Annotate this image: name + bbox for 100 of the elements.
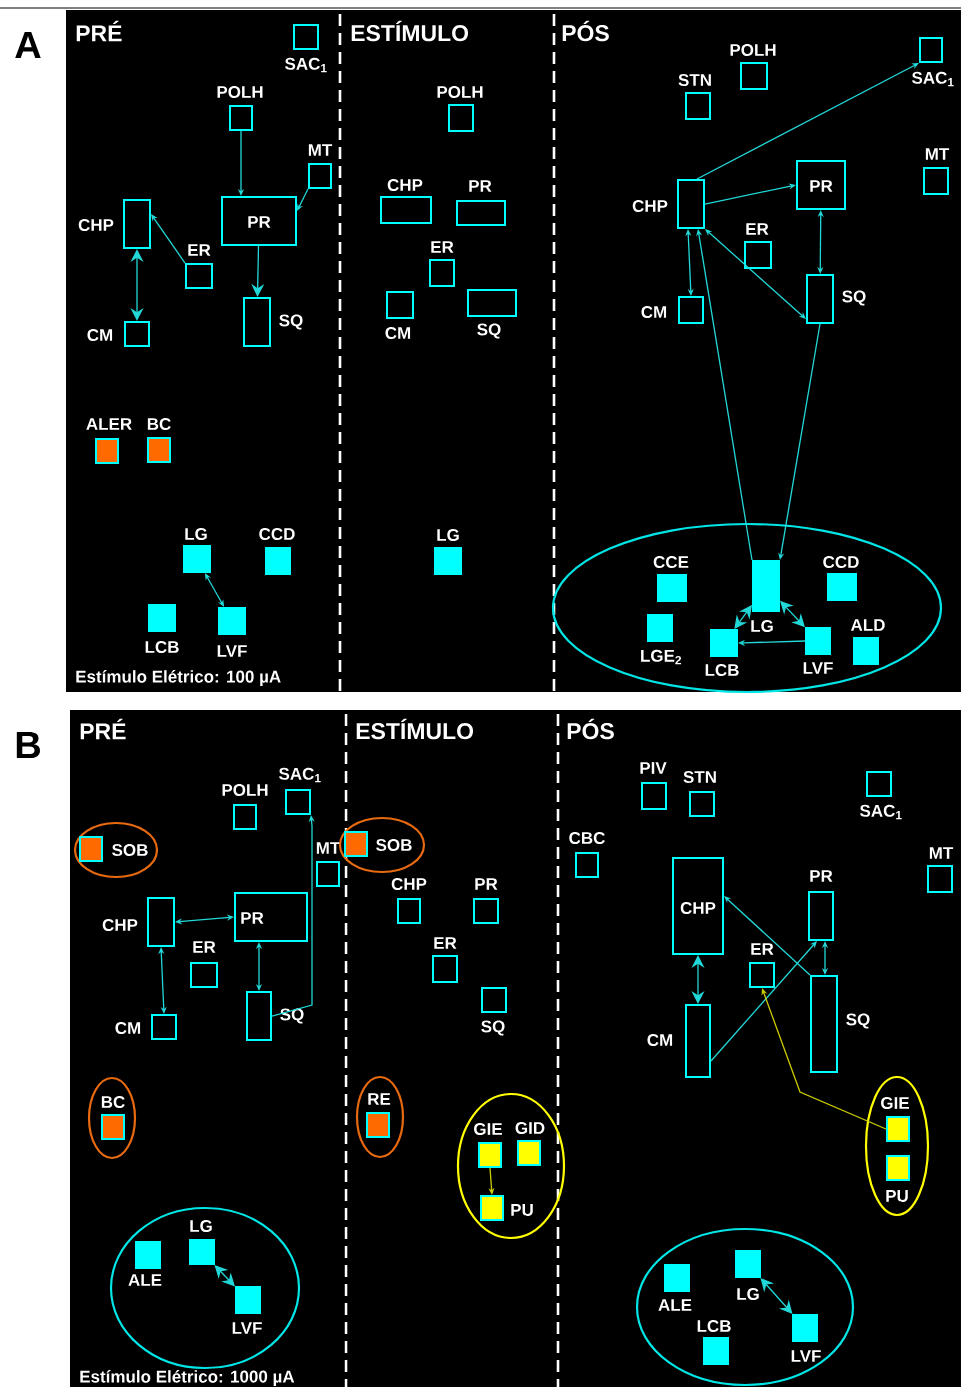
node-label: ER	[431, 241, 454, 253]
node-label: LVF	[791, 1350, 821, 1362]
labeled-box: MT	[923, 148, 950, 195]
arrow	[214, 1265, 235, 1287]
node-label: SQ	[280, 1008, 304, 1024]
labeled-box: LCB	[705, 629, 739, 677]
node-label: ER	[746, 223, 769, 235]
node-label: SQ	[481, 1020, 505, 1036]
labeled-box: CM	[87, 321, 150, 347]
arrow	[158, 947, 167, 1014]
node-label: LCB	[145, 640, 179, 654]
labeled-box: ER	[432, 937, 458, 983]
group-ellipse	[456, 1092, 566, 1240]
panel-heading: PÓS	[562, 20, 609, 42]
node-label: GIE	[474, 1122, 502, 1136]
labeled-box: SOB	[79, 836, 148, 862]
node-label: PIV	[640, 762, 667, 774]
node-label: POLH	[437, 85, 483, 99]
labeled-box: SQ	[467, 289, 517, 339]
labeled-box: ALE	[658, 1264, 692, 1311]
labeled-box: CCE	[653, 556, 689, 602]
group-ellipse	[355, 1075, 405, 1159]
node-label: LG	[737, 1287, 759, 1301]
node-label: SAC$_{1}$	[911, 71, 954, 87]
labeled-box: PR	[234, 892, 308, 942]
node-label: CM	[115, 1021, 141, 1035]
labeled-box: CM	[647, 1004, 711, 1078]
arrow	[696, 63, 919, 180]
node-label: PU	[886, 1190, 908, 1202]
arrow	[691, 955, 705, 1004]
panel-heading: ESTÍMULO	[351, 20, 469, 42]
labeled-box: LVF	[791, 1314, 821, 1362]
group-ellipse	[864, 1075, 930, 1217]
labeled-box: SQ	[243, 297, 303, 347]
labeled-box: MT	[308, 144, 333, 189]
node-label: MT	[316, 842, 341, 854]
group-ellipse	[109, 1206, 301, 1370]
node-label: GID	[515, 1121, 545, 1135]
node-label: ALER	[86, 418, 132, 430]
node-label: CBC	[569, 831, 605, 845]
node-label: SAC$_{1}$	[284, 57, 327, 73]
node-label: LCB	[705, 663, 739, 677]
arrow	[761, 988, 887, 1130]
group-ellipse	[338, 816, 426, 874]
node-label: SOB	[112, 843, 148, 857]
labeled-box: SQ	[810, 975, 870, 1073]
labeled-box: POLH	[437, 86, 483, 132]
node-label: ER	[434, 937, 457, 949]
labeled-box: LG	[735, 1250, 761, 1301]
labeled-box: MT	[316, 842, 341, 887]
node-label: LG	[437, 528, 459, 542]
panel-heading: PRÉ	[76, 20, 122, 42]
stimulus-note: Estímulo Elétrico: 100 µA	[76, 670, 281, 686]
node-label: LG	[185, 527, 207, 541]
labeled-box: CM	[115, 1014, 177, 1040]
labeled-box: ER	[744, 223, 772, 269]
labeled-box: LG	[434, 529, 462, 575]
labeled-box: LVF	[217, 607, 247, 657]
labeled-box: SAC$_{1}$	[860, 771, 902, 820]
labeled-box: PR	[796, 160, 846, 210]
node-label: RE	[368, 1093, 391, 1105]
node-label: CCE	[653, 555, 689, 569]
node-label: SOB	[376, 838, 412, 852]
labeled-box: GIE	[881, 1097, 910, 1142]
node-label: PR	[469, 180, 492, 192]
labeled-box: ER	[749, 943, 775, 988]
arrow	[151, 214, 186, 264]
labeled-box: PR	[221, 196, 297, 246]
node-label: STN	[678, 73, 711, 87]
labeled-box: CBC	[569, 832, 605, 878]
node-label: BC	[147, 417, 171, 431]
arrow	[685, 229, 694, 296]
labeled-box: LGE$_{2}$	[641, 614, 682, 665]
node-label: SQ	[477, 323, 501, 339]
node-label: ER	[193, 941, 216, 953]
labeled-box: POLH	[730, 44, 776, 90]
arrow	[130, 249, 144, 321]
labeled-box: ER	[185, 244, 213, 289]
node-label: SAC$_{1}$	[278, 767, 321, 783]
labeled-box: POLH	[217, 86, 263, 131]
node-label: CHP	[387, 178, 423, 192]
node-label: PR	[475, 878, 498, 890]
node-label: BC	[101, 1095, 125, 1109]
arrow	[255, 942, 263, 991]
node-label: MT	[925, 148, 950, 160]
labeled-box: LCB	[145, 604, 179, 654]
labeled-box: CHP	[391, 878, 427, 924]
panel-letter: A	[15, 31, 41, 59]
labeled-box: RE	[366, 1093, 391, 1138]
arrow	[696, 229, 753, 561]
labeled-box: PR	[808, 870, 834, 941]
labeled-box: SAC$_{1}$	[279, 767, 321, 815]
panel-letter: B	[16, 731, 40, 759]
arrow	[724, 896, 811, 976]
labeled-box: PU	[480, 1195, 533, 1221]
node-label: GIE	[881, 1096, 909, 1110]
labeled-box: GID	[515, 1122, 545, 1166]
labeled-box: ALER	[86, 418, 132, 464]
group-ellipse	[551, 522, 943, 694]
node-label: LVF	[217, 645, 247, 657]
